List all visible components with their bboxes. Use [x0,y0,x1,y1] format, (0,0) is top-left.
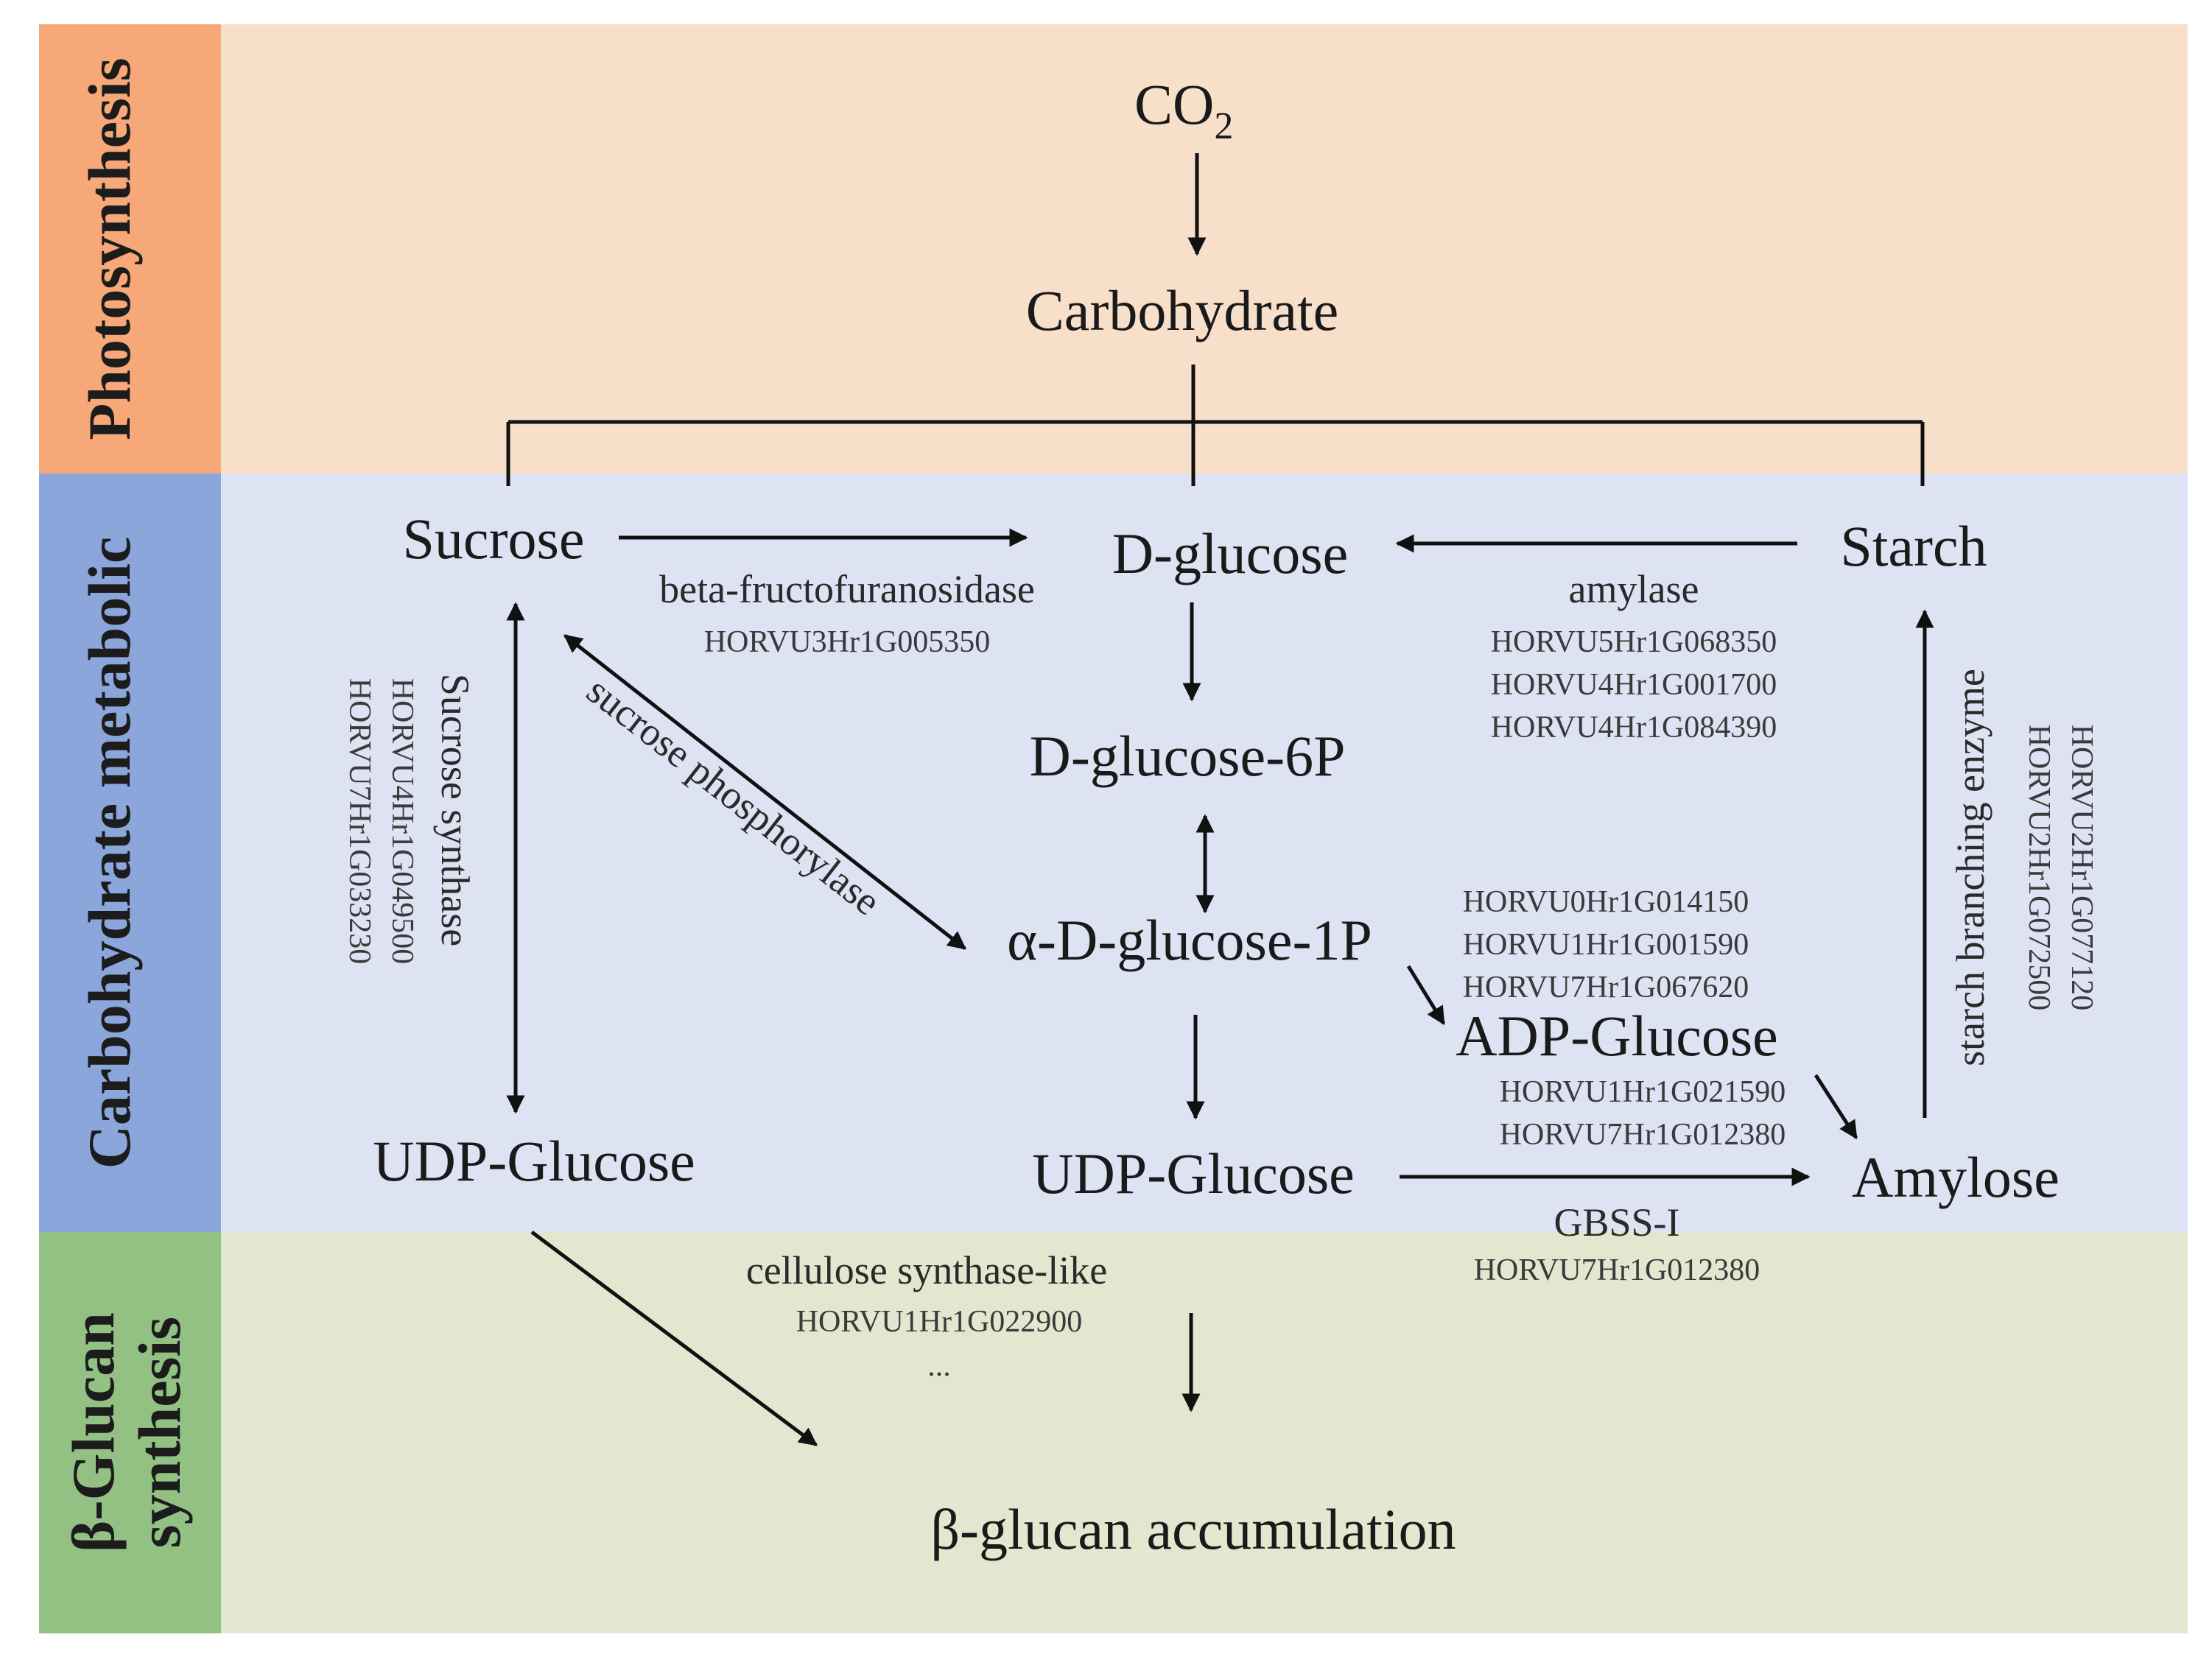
beta-glucan-node: β-glucan accumulation [930,1497,1456,1561]
beta-fructofuranosidase-gene: HORVU3Hr1G005350 [704,625,991,659]
amylase-gene-3: HORVU4Hr1G084390 [1491,711,1777,745]
d-glucose-node: D-glucose [1112,521,1349,585]
udp-glucose-center-node: UDP-Glucose [1032,1141,1355,1206]
adp-gene-1: HORVU0Hr1G014150 [1463,885,1749,919]
amylose-gene-2: HORVU7Hr1G012380 [1500,1118,1786,1152]
sucrose-synthase-label: Sucrose synthase [433,674,477,946]
photosynthesis-section-label: Photosynthesis [76,57,143,440]
starch-branching-gene-1: HORVU2Hr1G072500 [2022,725,2056,1011]
pathway-nodes: CO2 Carbohydrate Sucrose D-glucose Starc… [373,72,2060,1561]
gbss-label: GBSS-I [1553,1200,1679,1245]
glucan-section-label-line1: β-Glucan [60,1312,127,1552]
adp-glucose-node: ADP-Glucose [1456,1004,1778,1068]
pathway-edges [506,153,1934,1447]
amylose-node: Amylose [1852,1145,2060,1209]
d-glucose-6p-node: D-glucose-6P [1030,724,1346,788]
sucrose-synthase-gene-1: HORVU4Hr1G049500 [385,678,419,965]
gbss-gene: HORVU7Hr1G012380 [1474,1253,1760,1287]
starch-node: Starch [1840,514,1987,578]
sucrose-phosphorylase-arrow [563,634,966,950]
amylose-gene-1: HORVU1Hr1G021590 [1500,1075,1786,1109]
a-d-glucose-1p-node: α-D-glucose-1P [1007,908,1372,972]
amylase-gene-1: HORVU5Hr1G068350 [1491,625,1777,659]
1p-to-adp-arrow [1406,965,1446,1026]
glucan-sidebar [39,1232,221,1633]
starch-branching-gene-2: HORVU2Hr1G077120 [2065,725,2099,1011]
carbohydrate-node: Carbohydrate [1026,278,1339,342]
sucrose-node: Sucrose [403,507,585,571]
carbohydrate-sidebar [39,474,221,1232]
cellulose-synthase-gene: HORVU1Hr1G022900 [796,1305,1083,1339]
photosynthesis-sidebar [39,24,221,474]
amylase-label: amylase [1569,567,1699,611]
adp-to-amylose-arrow [1814,1074,1858,1140]
starch-branching-label: starch branching enzyme [1948,669,1992,1066]
sucrose-synthase-gene-2: HORVU7Hr1G033230 [343,678,376,965]
co2-subscript: 2 [1214,105,1233,147]
udp-to-betaglucan-diagonal-arrow [530,1230,818,1447]
amylase-gene-2: HORVU4Hr1G001700 [1491,668,1777,702]
cellulose-synthase-more: ... [927,1349,951,1383]
co2-node: CO2 [1134,72,1233,147]
glucan-band [221,1232,2188,1633]
glucan-section-label-line2: synthesis [126,1317,193,1548]
carbohydrate-section-label: Carbohydrate metabolic [76,537,143,1169]
udp-glucose-left-node: UDP-Glucose [373,1129,695,1193]
enzyme-annotations: beta-fructofuranosidase HORVU3Hr1G005350… [343,567,2099,1383]
adp-gene-2: HORVU1Hr1G001590 [1463,928,1749,962]
cellulose-synthase-label: cellulose synthase-like [746,1248,1107,1292]
co2-text: CO [1134,72,1214,136]
adp-gene-3: HORVU7Hr1G067620 [1463,971,1749,1004]
beta-fructofuranosidase-label: beta-fructofuranosidase [659,567,1035,611]
